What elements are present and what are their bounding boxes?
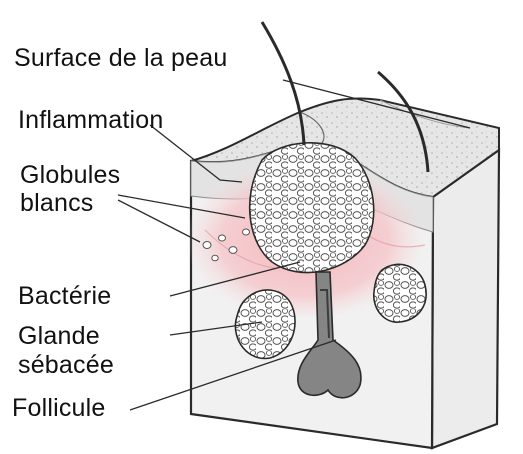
label-glande-line1: Glande [18,322,100,350]
label-glande-line2: sébacée [18,351,114,379]
label-bacterie: Bactérie [18,282,111,310]
label-globules-line1: Globules [20,161,120,189]
pustule-mass [250,143,374,273]
leader-globules-b [118,200,200,242]
label-globules-line2: blancs [20,189,93,217]
label-inflammation: Inflammation [18,106,164,134]
label-surface-de-la-peau: Surface de la peau [14,44,227,72]
block-right-face [432,150,499,448]
label-follicule: Follicule [12,394,106,422]
sebaceous-gland-right [374,264,426,322]
